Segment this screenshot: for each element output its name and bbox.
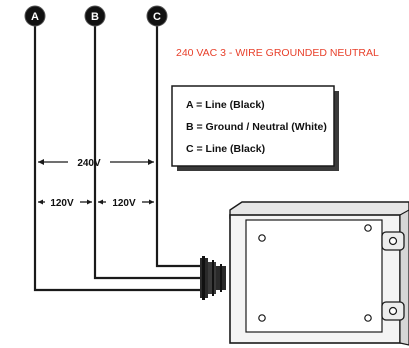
cable-gland bbox=[200, 256, 226, 300]
legend-line-a: A = Line (Black) bbox=[186, 99, 265, 111]
diagram-title: 240 VAC 3 - WIRE GROUNDED NEUTRAL bbox=[176, 47, 379, 59]
wire-a bbox=[33, 24, 210, 292]
label-240v: 240V bbox=[77, 158, 101, 169]
dimension-120v-ab bbox=[38, 199, 92, 205]
terminal-b-label: B bbox=[91, 11, 99, 23]
screw-bottom-left-icon bbox=[258, 314, 266, 322]
terminal-c-label: C bbox=[153, 11, 161, 23]
terminal-a: A bbox=[24, 5, 46, 27]
mounting-tab-bottom bbox=[381, 301, 405, 321]
screw-top-left-icon bbox=[258, 234, 266, 242]
wire-c bbox=[155, 24, 210, 268]
label-120v-ab: 120V bbox=[50, 198, 74, 209]
screw-top-right-icon bbox=[364, 224, 372, 232]
wire-b bbox=[93, 24, 210, 280]
terminal-c: C bbox=[146, 5, 168, 27]
mounting-tab-top bbox=[381, 231, 405, 251]
legend-line-c: C = Line (Black) bbox=[186, 143, 265, 155]
dimension-120v-bc bbox=[98, 199, 154, 205]
legend-ground-neutral: B = Ground / Neutral (White) bbox=[186, 121, 327, 133]
terminal-a-label: A bbox=[31, 11, 39, 23]
dimension-240v bbox=[38, 159, 154, 165]
label-120v-bc: 120V bbox=[112, 198, 136, 209]
legend-box: A = Line (Black) B = Ground / Neutral (W… bbox=[171, 85, 339, 171]
terminal-b: B bbox=[84, 5, 106, 27]
enclosure-box bbox=[229, 201, 409, 346]
screw-bottom-right-icon bbox=[364, 314, 372, 322]
